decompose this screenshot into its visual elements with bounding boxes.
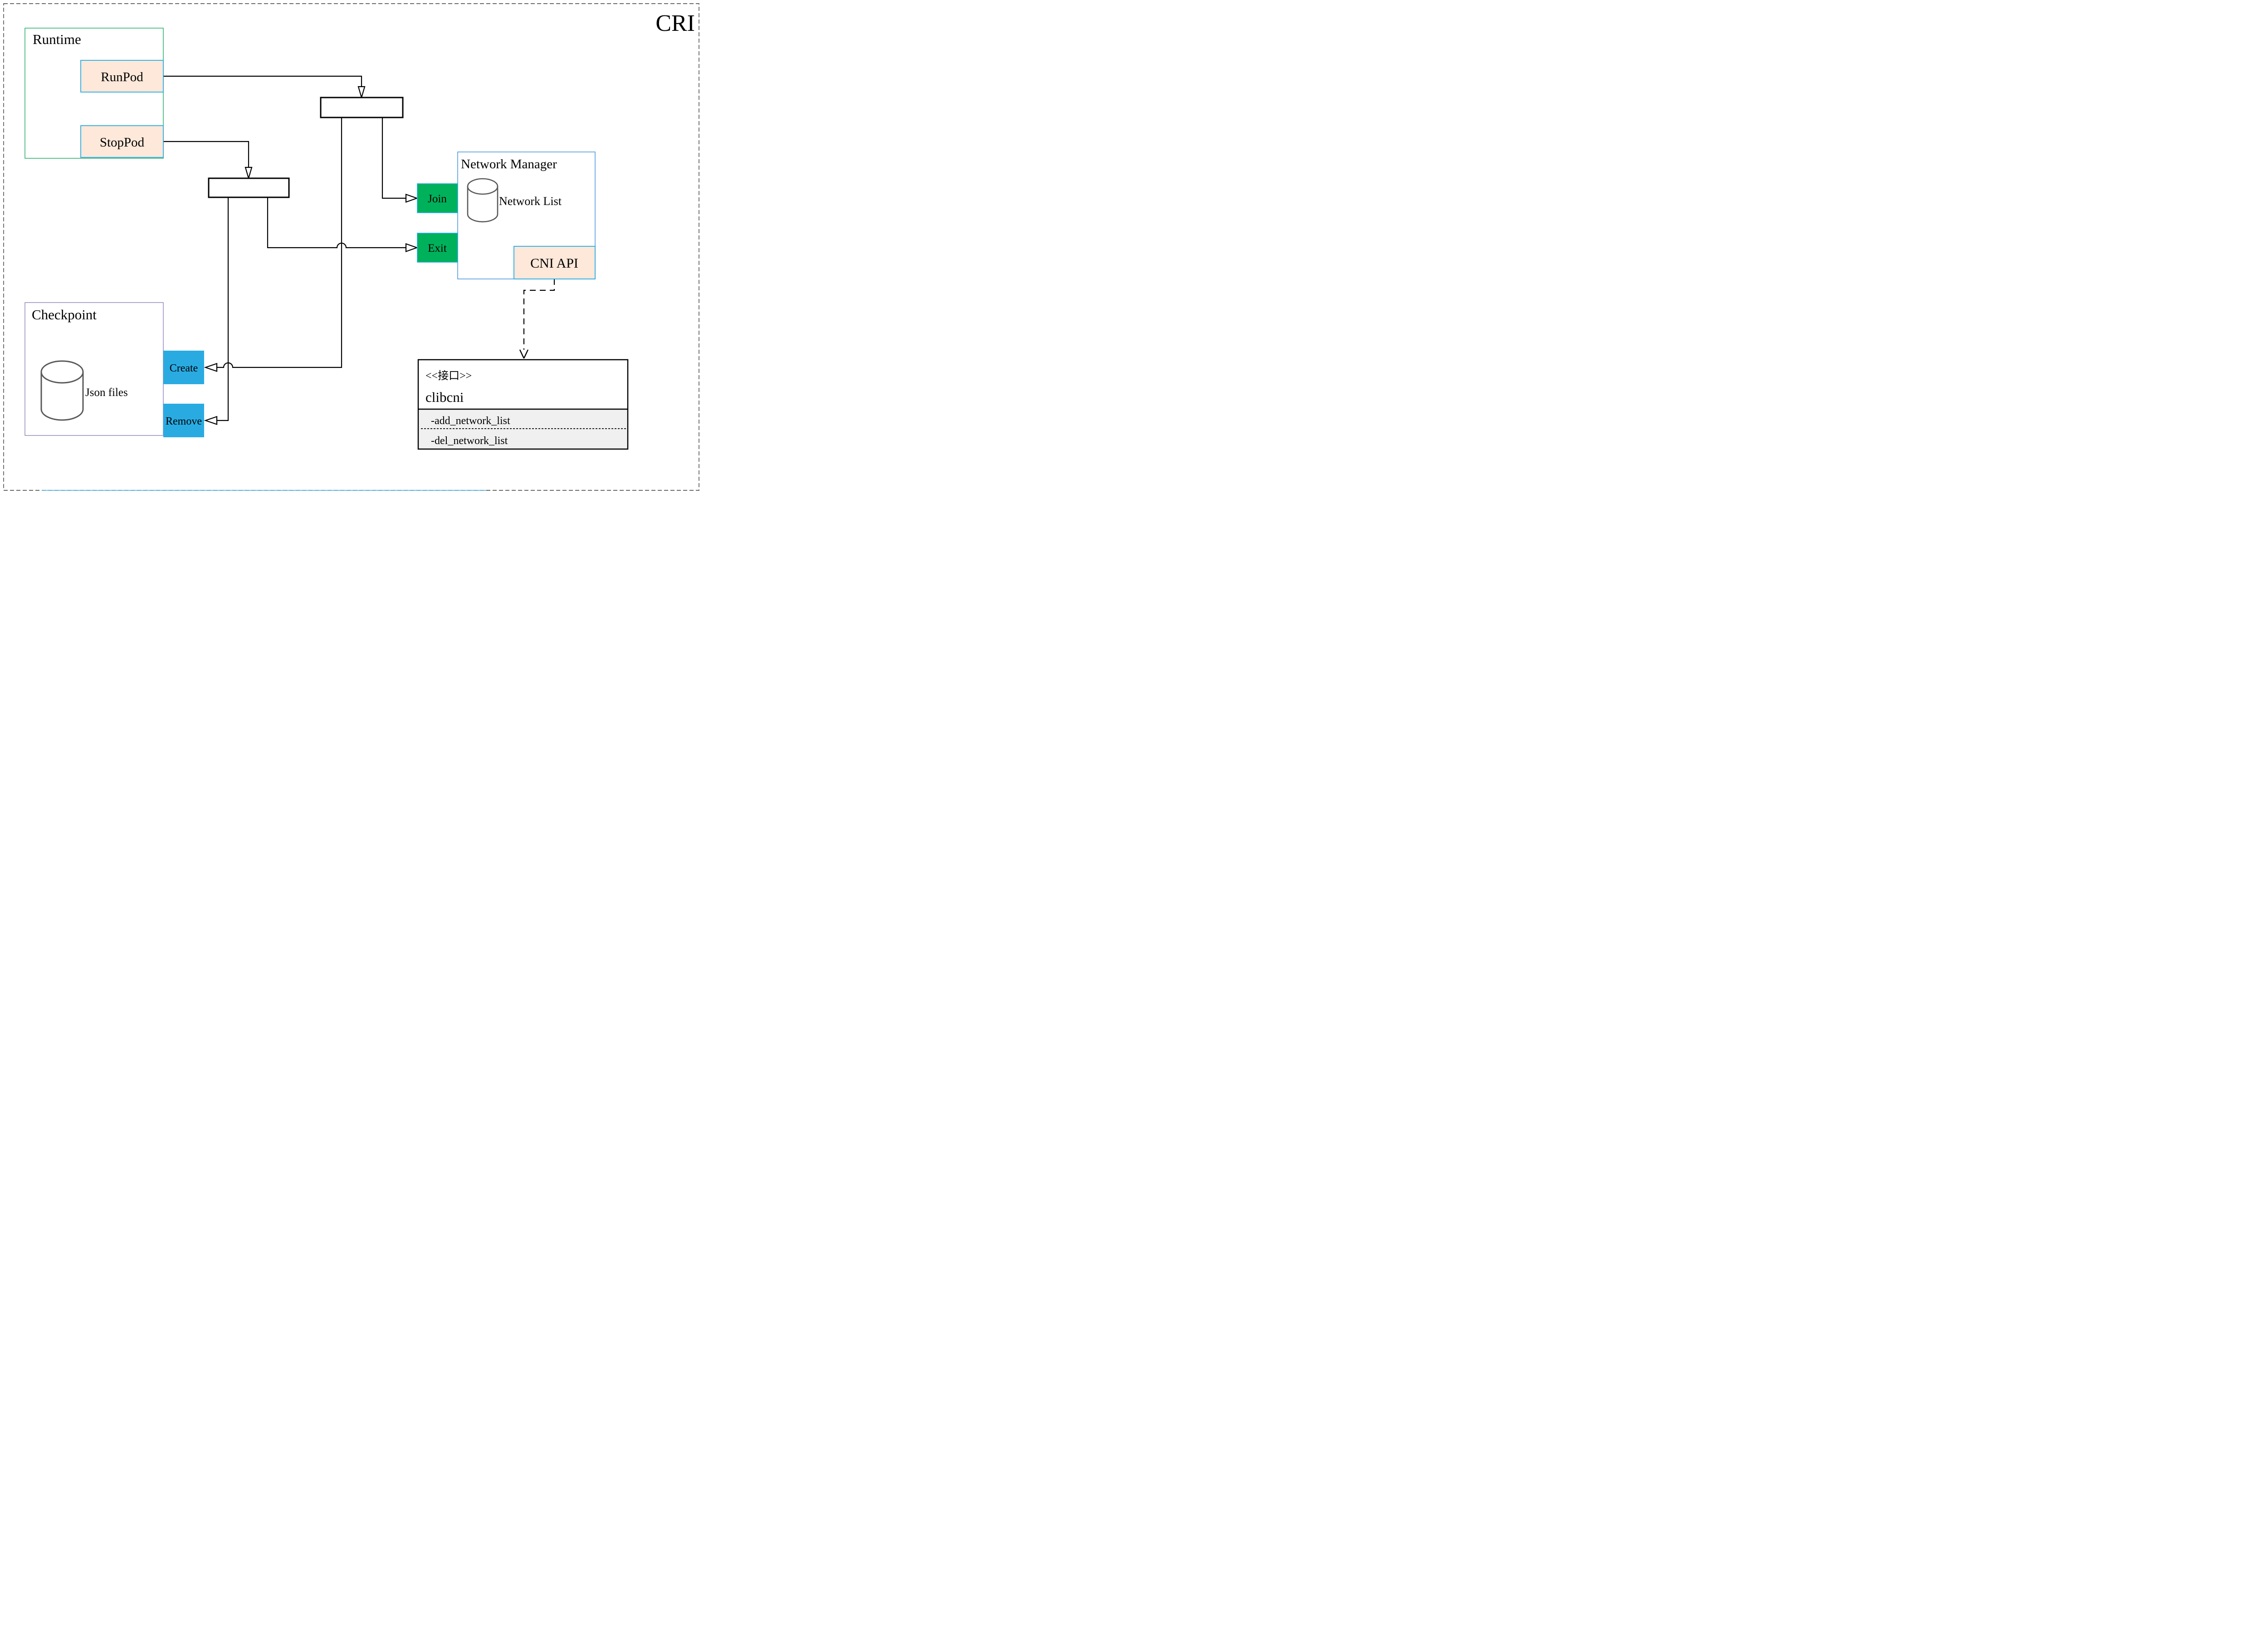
runpod-label: RunPod <box>101 70 143 84</box>
connector-stoppod-to-junction <box>163 141 249 167</box>
clibcni-stereotype: <<接口>> <box>425 370 472 382</box>
connector-runpod-to-junction <box>163 75 362 87</box>
cylinder-top <box>467 178 499 195</box>
cni-api-label: CNI API <box>530 256 578 271</box>
create-box <box>163 351 204 384</box>
junction-bar-top <box>320 97 404 118</box>
json-files-cylinder-icon <box>40 360 84 421</box>
cri-architecture-diagram: CRI Runtime RunPod StopPod <box>3 3 699 491</box>
network-manager-group: Network Manager Network List CNI API Joi… <box>417 152 596 279</box>
join-box <box>417 183 458 213</box>
arrowhead-down-top-junction-icon <box>357 86 366 99</box>
arrowhead-left-create-icon <box>204 362 218 372</box>
connector-junction-to-remove <box>217 197 229 421</box>
json-files-label: Json files <box>85 386 128 399</box>
stoppod-label: StopPod <box>100 135 145 150</box>
network-list-label: Network List <box>499 195 562 208</box>
connector-junction-to-create <box>217 117 342 368</box>
stoppod-box <box>80 125 164 158</box>
exit-box <box>417 233 458 263</box>
clibcni-interface-group: <<接口>> clibcni -add_network_list -del_ne… <box>417 359 629 450</box>
remove-box <box>163 404 204 437</box>
diagram-title: CRI <box>655 10 695 36</box>
cylinder-body <box>467 186 499 223</box>
network-manager-label: Network Manager <box>461 157 557 171</box>
connectors <box>163 75 406 421</box>
dashed-dependency-cniapi-to-clibcni <box>523 279 555 350</box>
checkpoint-label: Checkpoint <box>32 307 97 323</box>
arrowhead-open-v-clibcni-icon <box>519 349 529 359</box>
cylinder-top <box>40 360 84 384</box>
runtime-group: Runtime RunPod StopPod <box>24 28 164 159</box>
create-label: Create <box>170 362 198 374</box>
runpod-box <box>80 60 164 93</box>
arrowhead-left-remove-icon <box>204 415 218 425</box>
connector-junction-to-join <box>381 117 406 199</box>
runtime-label: Runtime <box>33 31 81 47</box>
checkpoint-box <box>24 302 164 436</box>
cni-api-box <box>513 246 596 279</box>
arrowheads <box>204 86 419 425</box>
clibcni-name: clibcni <box>425 389 464 405</box>
checkpoint-group: Checkpoint Json files Create Remove <box>24 302 204 437</box>
network-list-cylinder-icon <box>467 178 499 223</box>
arrowhead-right-exit-icon <box>405 243 419 253</box>
remove-label: Remove <box>166 415 202 427</box>
join-label: Join <box>428 193 447 205</box>
arrowhead-down-lower-junction-icon <box>244 166 253 180</box>
clibcni-method-del: -del_network_list <box>431 435 508 447</box>
cylinder-body <box>40 372 84 421</box>
junction-bar-lower <box>208 177 290 198</box>
diagram-canvas: CRI Runtime RunPod StopPod <box>0 0 703 494</box>
clibcni-method-add: -add_network_list <box>431 415 510 427</box>
exit-label: Exit <box>428 242 447 254</box>
connector-junction-to-exit <box>267 197 406 249</box>
arrowhead-right-join-icon <box>405 193 419 203</box>
